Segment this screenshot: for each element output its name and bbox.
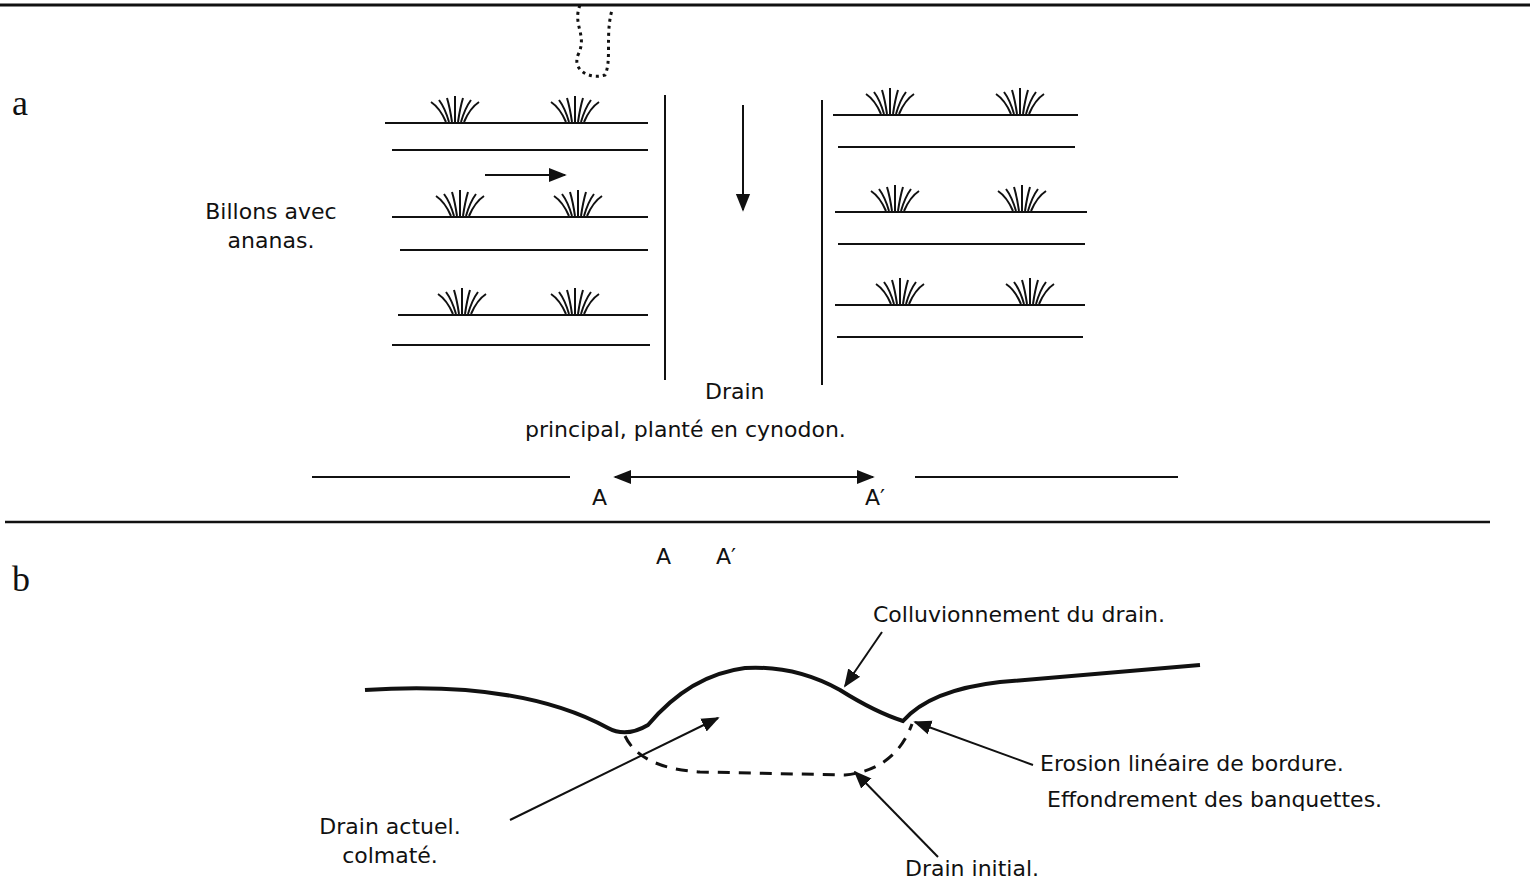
plant-leaf (1006, 284, 1021, 304)
plant-leaf (574, 288, 576, 314)
plant-leaf (447, 98, 452, 122)
plant-leaf (584, 294, 599, 314)
plant-leaf (899, 94, 914, 114)
plant-leaf (998, 191, 1013, 211)
plant-leaf (1039, 284, 1054, 304)
leader-line (915, 722, 1033, 765)
plant-leaf (464, 102, 479, 122)
plant-leaf (584, 102, 599, 122)
label: Effondrement des banquettes. (1047, 786, 1382, 815)
label: Billons avec ananas. (205, 198, 337, 255)
plant-leaf (887, 187, 892, 211)
initial-drain (625, 724, 912, 775)
leader-line (510, 718, 718, 820)
plant-leaf (431, 102, 446, 122)
plant-leaf (1029, 94, 1044, 114)
flow-arrow (485, 174, 565, 176)
pineapple-plants (431, 88, 1054, 314)
plant-leaf (1021, 185, 1023, 211)
plant-leaf (1029, 278, 1031, 304)
plant-leaf (882, 90, 887, 114)
plant-leaf (436, 196, 451, 216)
plant-leaf (454, 96, 456, 122)
drain-bank (664, 95, 666, 380)
plant-leaf (871, 191, 886, 211)
label: principal, planté en cynodon. (525, 416, 846, 445)
plant-leaf (587, 196, 602, 216)
ridges-right (833, 115, 1087, 337)
ridges-left (385, 123, 650, 345)
label: A′ (716, 543, 736, 572)
plant-leaf (574, 96, 576, 122)
plant-leaf (1019, 88, 1021, 114)
section-arrow (615, 476, 873, 478)
plant-leaf (469, 196, 484, 216)
plant-leaf (551, 102, 566, 122)
plant-leaf (996, 94, 1011, 114)
section-line (312, 476, 570, 478)
plant-leaf (577, 190, 579, 216)
label: Drain actuel. colmaté. (300, 813, 480, 870)
separator-line (5, 521, 1490, 524)
plant-leaf (459, 190, 461, 216)
plant-leaf (889, 88, 891, 114)
plant-leaf (471, 294, 486, 314)
soil-profile (365, 665, 1200, 732)
plant-leaf (876, 284, 891, 304)
plant-leaf (866, 94, 881, 114)
label: A (656, 543, 671, 572)
plant-leaf (899, 278, 901, 304)
plant-leaf (461, 288, 463, 314)
label: Drain (705, 378, 765, 407)
panel-letter: b (12, 556, 30, 603)
plant-leaf (894, 185, 896, 211)
leader-line (845, 632, 882, 686)
margin-mark (577, 5, 612, 76)
plant-leaf (1031, 191, 1046, 211)
label: Erosion linéaire de bordure. (1040, 750, 1344, 779)
plant-leaf (554, 196, 569, 216)
leader-line (855, 772, 938, 857)
plant-leaf (1012, 90, 1017, 114)
label: Drain initial. (905, 855, 1039, 884)
plant-leaf (892, 280, 897, 304)
plant-leaf (570, 192, 575, 216)
plant-leaf (909, 284, 924, 304)
section-line (915, 476, 1178, 478)
label: A (592, 484, 607, 513)
label: Colluvionnement du drain. (873, 601, 1165, 630)
frame-line (0, 4, 1530, 7)
plant-leaf (454, 290, 459, 314)
label: A′ (865, 484, 885, 513)
plant-leaf (1014, 187, 1019, 211)
plant-leaf (1022, 280, 1027, 304)
plant-leaf (567, 98, 572, 122)
plant-leaf (551, 294, 566, 314)
plant-leaf (438, 294, 453, 314)
drain-bank (821, 100, 823, 385)
plant-leaf (452, 192, 457, 216)
plant-leaf (567, 290, 572, 314)
plant-leaf (904, 191, 919, 211)
flow-arrow (742, 105, 744, 210)
panel-letter: a (12, 80, 28, 127)
